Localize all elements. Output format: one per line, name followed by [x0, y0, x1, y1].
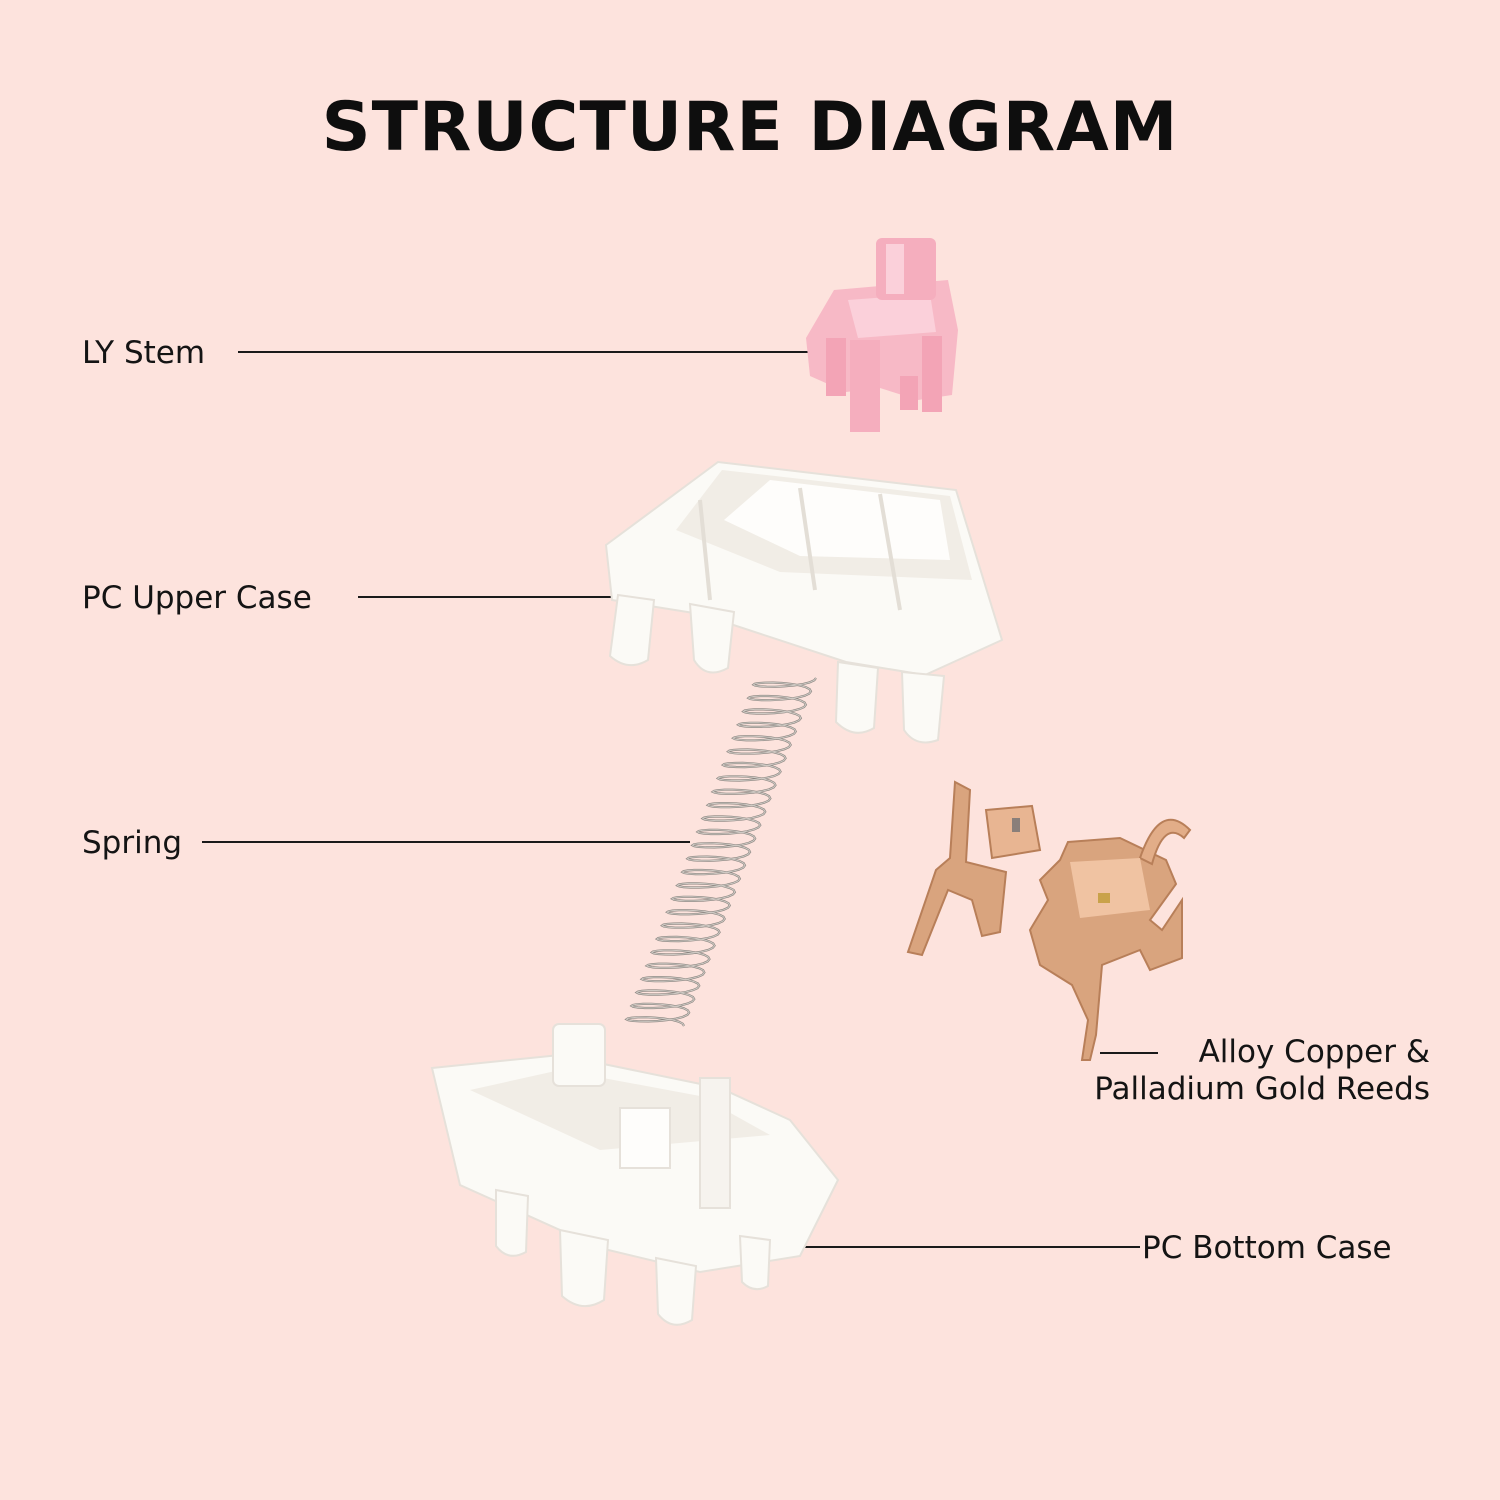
reeds-label: Alloy Copper & Palladium Gold Reeds	[1058, 1034, 1430, 1108]
reeds-label-line-2: Palladium Gold Reeds	[1094, 1071, 1430, 1108]
upper-case-part	[604, 460, 1004, 744]
stem-label: LY Stem	[82, 335, 206, 371]
reeds-label-line-1: Alloy Copper &	[1198, 1034, 1430, 1070]
spring-part	[624, 677, 817, 1027]
bottom-case-part	[430, 1023, 840, 1326]
bottom-case-label: PC Bottom Case	[1142, 1230, 1392, 1266]
upper-case-label: PC Upper Case	[82, 580, 312, 616]
stem-part	[806, 238, 958, 432]
reeds-part	[906, 780, 1192, 1061]
spring-label: Spring	[82, 825, 183, 861]
page-title: STRUCTURE DIAGRAM	[321, 88, 1179, 167]
